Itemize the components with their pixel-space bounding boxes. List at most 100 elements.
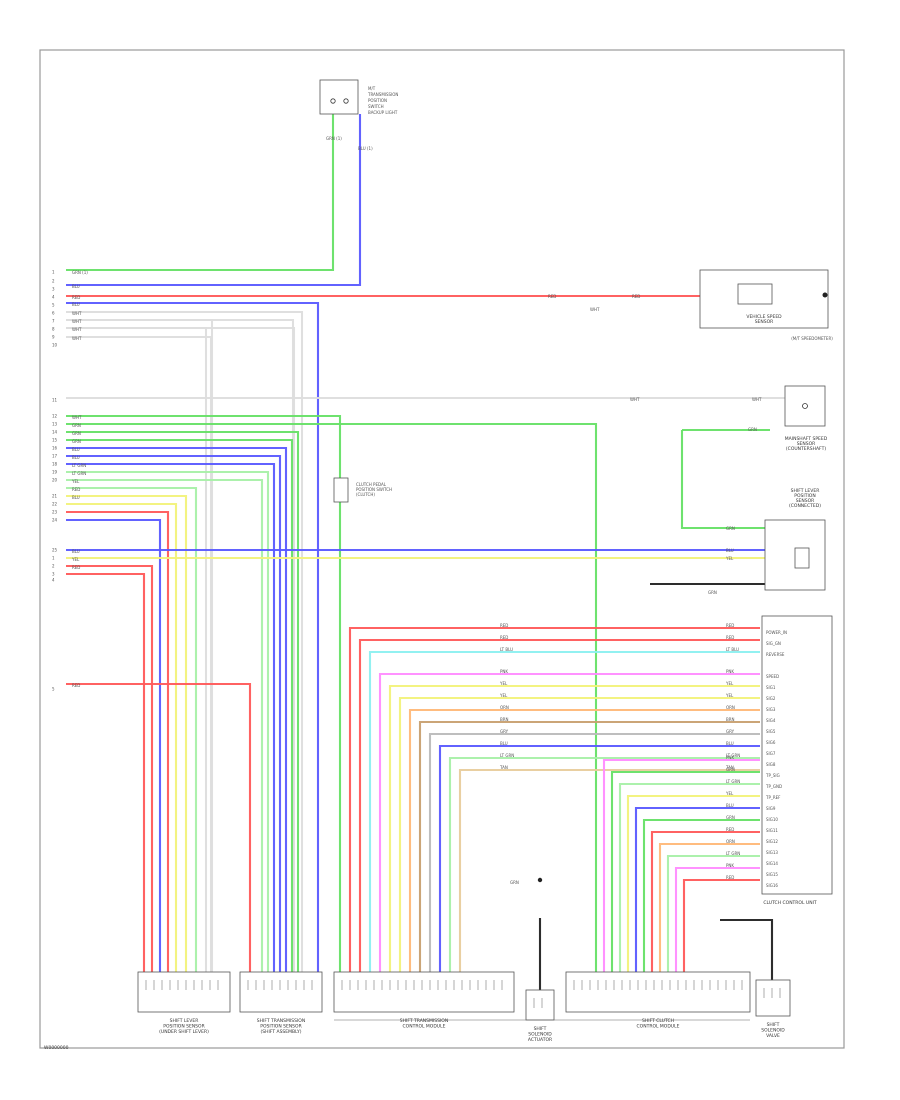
wire-label: WHT [72,415,82,420]
pin-number: 18 [52,462,58,467]
pin-number: 1 [52,556,55,561]
wire-lt-grn [618,782,760,980]
wire-yel [398,696,760,980]
wire-label: PNK [500,669,508,674]
wire-lt-grn [448,756,760,980]
switch-contact-icon [330,98,336,104]
wire-label: TAN [499,765,508,770]
wire-label: GRY [500,729,509,734]
component-label: (UNDER SHIFT LEVER) [159,1029,209,1035]
wire-label: BRN [500,717,509,722]
wire-label: BLU [72,549,80,554]
wire-label: GRN [726,526,735,531]
wire-label: WHT [752,397,762,402]
wire-label: WHT [72,319,82,324]
controller-pin-label: SIG8 [766,762,776,767]
wire-red [66,572,146,980]
controller-pin-label: SIG4 [766,718,776,723]
wire-gry [428,732,760,980]
wire-blk [720,918,774,980]
pin-number: 20 [52,478,58,483]
pin-number: 5 [52,303,55,308]
wire-red [348,626,760,980]
wire-label: WHT [72,327,82,332]
controller-pin-label: TP_GND [765,784,782,789]
wire-label: TAN [725,765,734,770]
component-label: SWITCH [368,104,384,109]
pin-number: 3 [52,287,55,292]
wire-red [682,878,760,980]
pin-number: 22 [52,502,58,507]
component-label: MAINSHAFT SPEED [785,436,828,442]
wire-label: RED [72,683,80,688]
wire-label: BRN [726,717,735,722]
wire-label: YEL [725,681,734,686]
pin-number: 14 [52,430,58,435]
component-label: CLUTCH PEDAL [356,482,387,487]
clutch-control-unit [761,615,833,895]
wire-red [66,564,154,980]
wire-yel [66,502,178,980]
figure-id: W0000000 [44,1045,69,1051]
sensor-icon [802,403,808,409]
controller-pin-label: TP_SIG [765,773,780,778]
wire-orn [658,842,760,980]
wire-label: GRY [726,729,735,734]
controller-pin-label: SIG7 [766,751,776,756]
controller-pin-label: SIG12 [766,839,778,844]
controller-pin-label: SPEED [766,674,779,679]
pin-number: 21 [52,494,58,499]
wire-pnk [378,672,760,980]
wire-blu [66,454,282,980]
wire-lt-grn [666,854,760,980]
component-label: SENSOR [755,319,774,325]
wire-yel [66,494,188,980]
pin-number: 7 [52,319,55,324]
component-label: POSITION SENSOR [260,1024,301,1030]
wire-label: GRN [72,439,81,444]
component-label: SOLENOID [761,1028,785,1034]
wire-grn [610,770,760,980]
controller-pin-label: SIG6 [766,740,776,745]
wire-label: GRN [510,880,519,885]
wire-lt-grn [66,478,264,980]
controller-pin-label: SIG3 [766,707,776,712]
switch-contact-icon [343,98,349,104]
wire-label: YEL [71,479,80,484]
wire-grn [642,818,760,980]
pin-number: 1 [52,270,55,275]
controller-pin-label: SIG1 [766,685,776,690]
wire-grn [680,430,770,530]
component-layer [137,79,833,1021]
bottom-connector [137,971,231,1013]
controller-pin-label: TP_REF [765,795,781,800]
clutch-switch [333,477,349,503]
wire-label: WHT [72,311,82,316]
component-label: POSITION [794,493,815,499]
wire-grn [66,422,598,980]
wire-label: BLU [726,803,734,808]
component-label: SHIFT [534,1026,547,1032]
bottom-connector [565,971,751,1013]
pin-number: 19 [52,470,58,475]
bottom-connector [239,971,323,1013]
wire-pnk [602,758,760,980]
wire-label: YEL [499,681,508,686]
wire-blu [66,518,162,980]
pin-number: 4 [52,295,55,300]
controller-pin-label: SIG5 [766,729,776,734]
pin-number: 15 [52,438,58,443]
wire-wht [66,310,304,980]
component-label: ACTUATOR [528,1037,552,1043]
controller-pin-label: SIG16 [766,883,778,888]
component-label: SENSOR [796,498,815,504]
component-label: CONTROL MODULE [403,1024,446,1030]
controller-pin-label: SIG_GN [766,641,781,646]
wire-label: RED [726,623,734,628]
wire-blu [66,446,288,980]
wire-label: BLU [72,447,80,452]
bottom-connector [525,989,555,1021]
component-label: POSITION [368,98,387,103]
wire-label: BLU [726,548,734,553]
component-label: (M/T SPEEDOMETER) [791,336,833,341]
